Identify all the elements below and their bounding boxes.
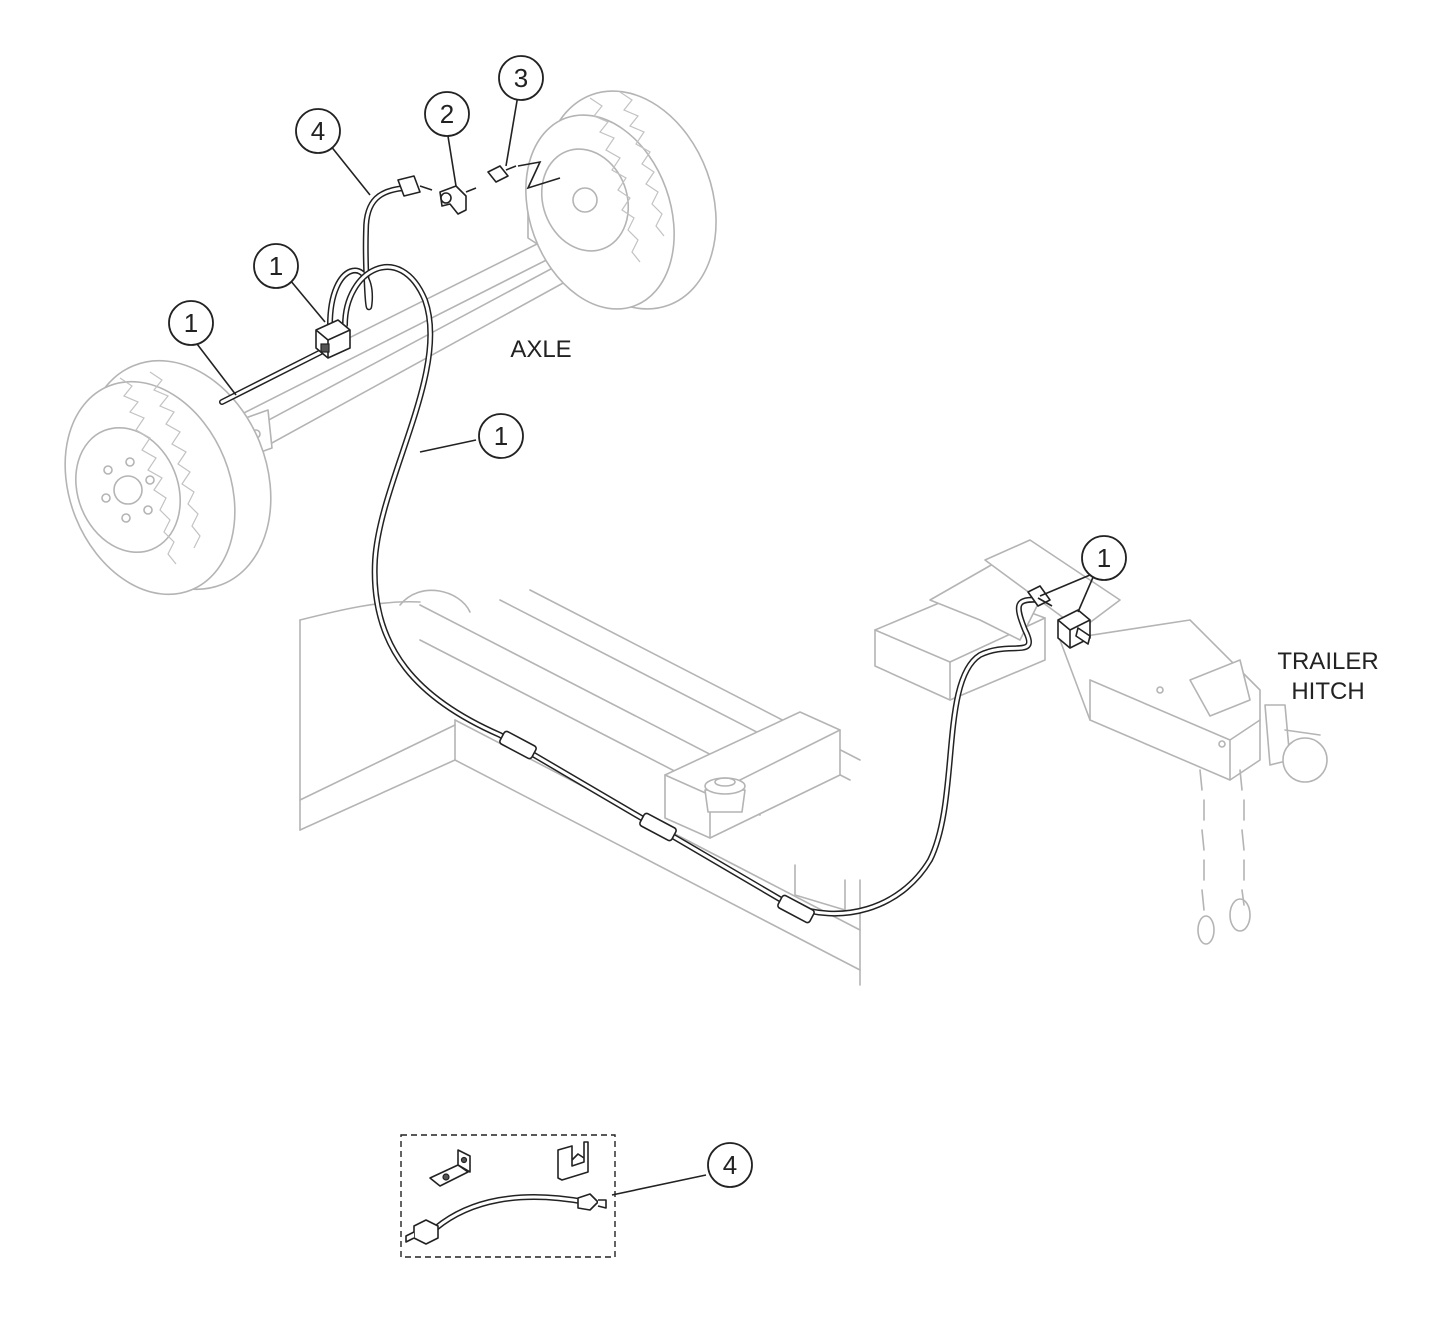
short-hose-icon — [405, 1193, 607, 1245]
trailer-hitch-assembly — [874, 539, 1328, 945]
callout-item-1-hitch: 1 — [1081, 535, 1127, 581]
callout-item-1-tee: 1 — [253, 243, 299, 289]
callout-item-1-left: 1 — [168, 300, 214, 346]
hose-kit-box — [400, 1134, 616, 1258]
clip-bracket-icon — [557, 1141, 589, 1181]
svg-text:4: 4 — [723, 1150, 737, 1180]
elbow-fitting-icon — [439, 185, 477, 215]
svg-text:1: 1 — [494, 421, 508, 451]
adapter-fitting-icon — [487, 160, 561, 190]
right-wheel — [525, 90, 717, 310]
callout-item-4-kit: 4 — [707, 1142, 753, 1188]
tee-fitting-icon — [315, 319, 1091, 649]
trailer-hitch-label-line1: TRAILER — [1277, 648, 1378, 675]
callout-item-3: 3 — [498, 55, 544, 101]
callout-item-2: 2 — [424, 91, 470, 137]
l-bracket-icon — [429, 1149, 471, 1187]
hydraulic-hose-icon — [219, 185, 1043, 924]
trailer-hitch-label-line2: HITCH — [1291, 678, 1364, 705]
callout-item-1-long-hose: 1 — [478, 413, 524, 459]
hose-end-fitting-icon — [397, 175, 433, 197]
svg-text:2: 2 — [440, 99, 454, 129]
svg-text:1: 1 — [269, 251, 283, 281]
svg-text:3: 3 — [514, 63, 528, 93]
svg-text:1: 1 — [1097, 543, 1111, 573]
hose-kit-detail — [400, 1134, 616, 1258]
left-wheel — [64, 359, 272, 596]
svg-text:1: 1 — [184, 308, 198, 338]
main-frame — [299, 589, 861, 986]
callout-item-4-top: 4 — [295, 108, 341, 154]
axle-label: AXLE — [510, 336, 571, 363]
callout-leaders — [193, 94, 1095, 1196]
svg-text:4: 4 — [311, 116, 325, 146]
